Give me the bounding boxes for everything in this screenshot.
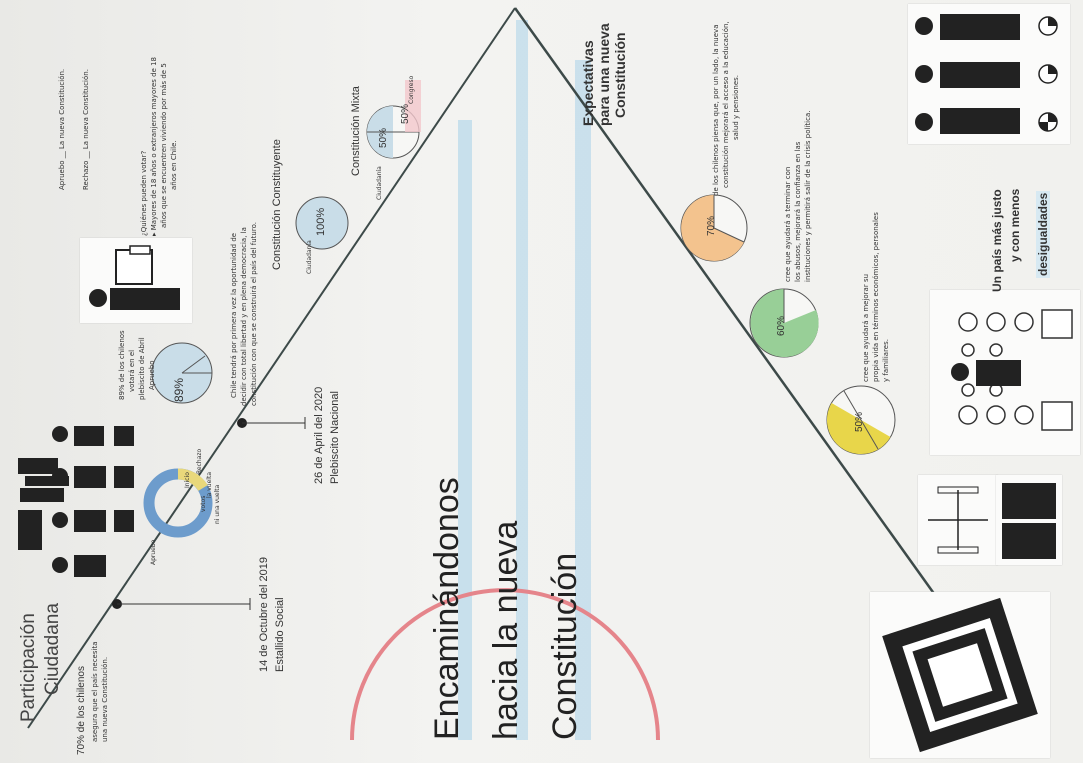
- title-line-3: Constitución: [546, 552, 584, 740]
- right-heading-line-2: para una nueva: [596, 23, 612, 126]
- slogan-line-2: y con menos: [1008, 188, 1022, 262]
- exp50-line-2: propia vida en términos económicos, pers…: [872, 212, 880, 382]
- ring-label-votos: votos: [200, 495, 207, 512]
- slogan-line-1: Un país más justo: [990, 189, 1004, 292]
- ring-label-apruebo: Apruebo: [150, 539, 157, 565]
- exp50-line-1: cree que ayudará a mejorar su: [862, 273, 870, 382]
- exp60-line-1: cree que ayudará a terminar con: [784, 166, 792, 282]
- exp70-line-3: salud y pensiones.: [732, 74, 740, 140]
- ring-label-ni-una-vuelta: ni una vuelta: [214, 484, 221, 524]
- votes-89-line-1: 89% de los chilenos: [118, 330, 126, 400]
- blue-band-3: [575, 60, 591, 740]
- people-icon: [18, 426, 134, 577]
- ballot-box-card: [80, 238, 192, 323]
- ring-segment-yellow: [177, 468, 208, 492]
- people-card: [10, 420, 138, 595]
- blue-band-2: [516, 20, 528, 740]
- exp50-pct: 50%: [854, 411, 865, 432]
- slogan-line-3: desigualdades: [1036, 190, 1050, 278]
- votes-89-line-4: Apruebo: [148, 360, 156, 390]
- person-row-icon: [915, 14, 1058, 134]
- congreso-highlight: [405, 80, 421, 132]
- event-1-date: 14 de Octubre del 2019: [258, 557, 270, 672]
- ballot-box-icon: [89, 245, 180, 310]
- book-icon: [1002, 483, 1056, 559]
- stat70-left-line-2: asegura que el país necesita: [91, 641, 99, 742]
- triangle-right-side: [513, 7, 937, 596]
- left-heading-line-2: Ciudadana: [42, 603, 63, 695]
- votes-89-line-3: plebiscito de Abril: [138, 337, 146, 400]
- constituyente-pct: 100%: [315, 207, 327, 236]
- person-row-card: [908, 4, 1070, 144]
- chile-note-line-3: constitución con que se construirá el pa…: [250, 222, 258, 406]
- right-heading-line-3: Constitución: [612, 32, 628, 118]
- constituyente-label: Ciudadanía: [306, 240, 313, 274]
- voters-note-line-2: ▸ Mayores de 18 años o extranjeros mayor…: [150, 56, 158, 236]
- ring-label-la-vuelta: la vuelta: [206, 472, 213, 498]
- blue-band-1: [458, 120, 472, 740]
- stat70-left-line-3: una nueva Constitución.: [101, 656, 109, 742]
- ballot-option-apruebo: Apruebo __ La nueva Constitución.: [58, 68, 66, 190]
- chile-note-line-1: Chile tendrá por primera vez la oportuni…: [230, 232, 238, 398]
- ring-label-inicio: Inicio: [184, 472, 191, 488]
- triangle-left-side: [27, 7, 516, 729]
- exp60-pct: 60%: [776, 315, 787, 336]
- votes-89-line-2: votará en el: [128, 349, 136, 392]
- event-1-name: Estallido Social: [274, 597, 286, 672]
- exp70-line-1: de los chilenos piensa que, por un lado,…: [712, 24, 720, 197]
- mixta-title: Constitución Mixta: [350, 86, 362, 176]
- house-icon: [18, 510, 42, 550]
- right-heading-line-1: Expectativas: [580, 40, 596, 126]
- mixta-label-a: Ciudadanía: [376, 166, 383, 200]
- justice-card: [918, 475, 998, 565]
- chile-note-line-2: decidir con total libertad y en plena de…: [240, 227, 248, 406]
- constitution-frame-icon: [882, 597, 1038, 753]
- voters-note-line-4: años en Chile.: [170, 140, 178, 190]
- constitution-card: [870, 592, 1050, 758]
- group-card: [930, 290, 1080, 455]
- stat70-left-line-1: 70% de los chilenos: [76, 666, 87, 755]
- mixta-pct-a: 50%: [378, 127, 389, 148]
- left-heading-line-1: Participación: [18, 613, 39, 722]
- mixta-pct-b: 50%: [400, 103, 411, 124]
- event-2-date: 26 de April del 2020: [313, 386, 325, 484]
- title-line-1: Encaminándonos: [428, 477, 466, 740]
- mixta-label-b: Congreso: [408, 75, 415, 104]
- exp60-line-2: los abusos, mejorará la confianza en las: [794, 141, 802, 282]
- group-icon: [951, 309, 1073, 431]
- votes-89-pct: 89%: [172, 377, 186, 402]
- title-line-2: hacia la nueva: [487, 520, 525, 740]
- voters-note-line-3: años que se encuentren viviendo por más …: [160, 63, 168, 228]
- ring-label-rechazo: Rechazo: [196, 448, 203, 474]
- ballot-option-rechazo: Rechazo __ La nueva Constitución.: [82, 69, 90, 190]
- exp50-line-3: y familiares.: [882, 339, 890, 382]
- red-arc: [350, 588, 660, 741]
- exp70-pct: 70%: [706, 215, 717, 236]
- exp60-line-3: instituciones y permitirá salir de la cr…: [804, 110, 812, 282]
- exp70-line-2: constitución mejorará el acceso a la edu…: [722, 21, 730, 188]
- voters-note-line-1: ¿Quiénes pueden votar?: [140, 150, 148, 236]
- event-2-name: Plebiscito Nacional: [329, 391, 341, 484]
- book-card: [996, 475, 1062, 565]
- scales-icon: [928, 486, 988, 554]
- constituyente-title: Constitución Constituyente: [271, 139, 283, 270]
- pie-100: [295, 196, 349, 250]
